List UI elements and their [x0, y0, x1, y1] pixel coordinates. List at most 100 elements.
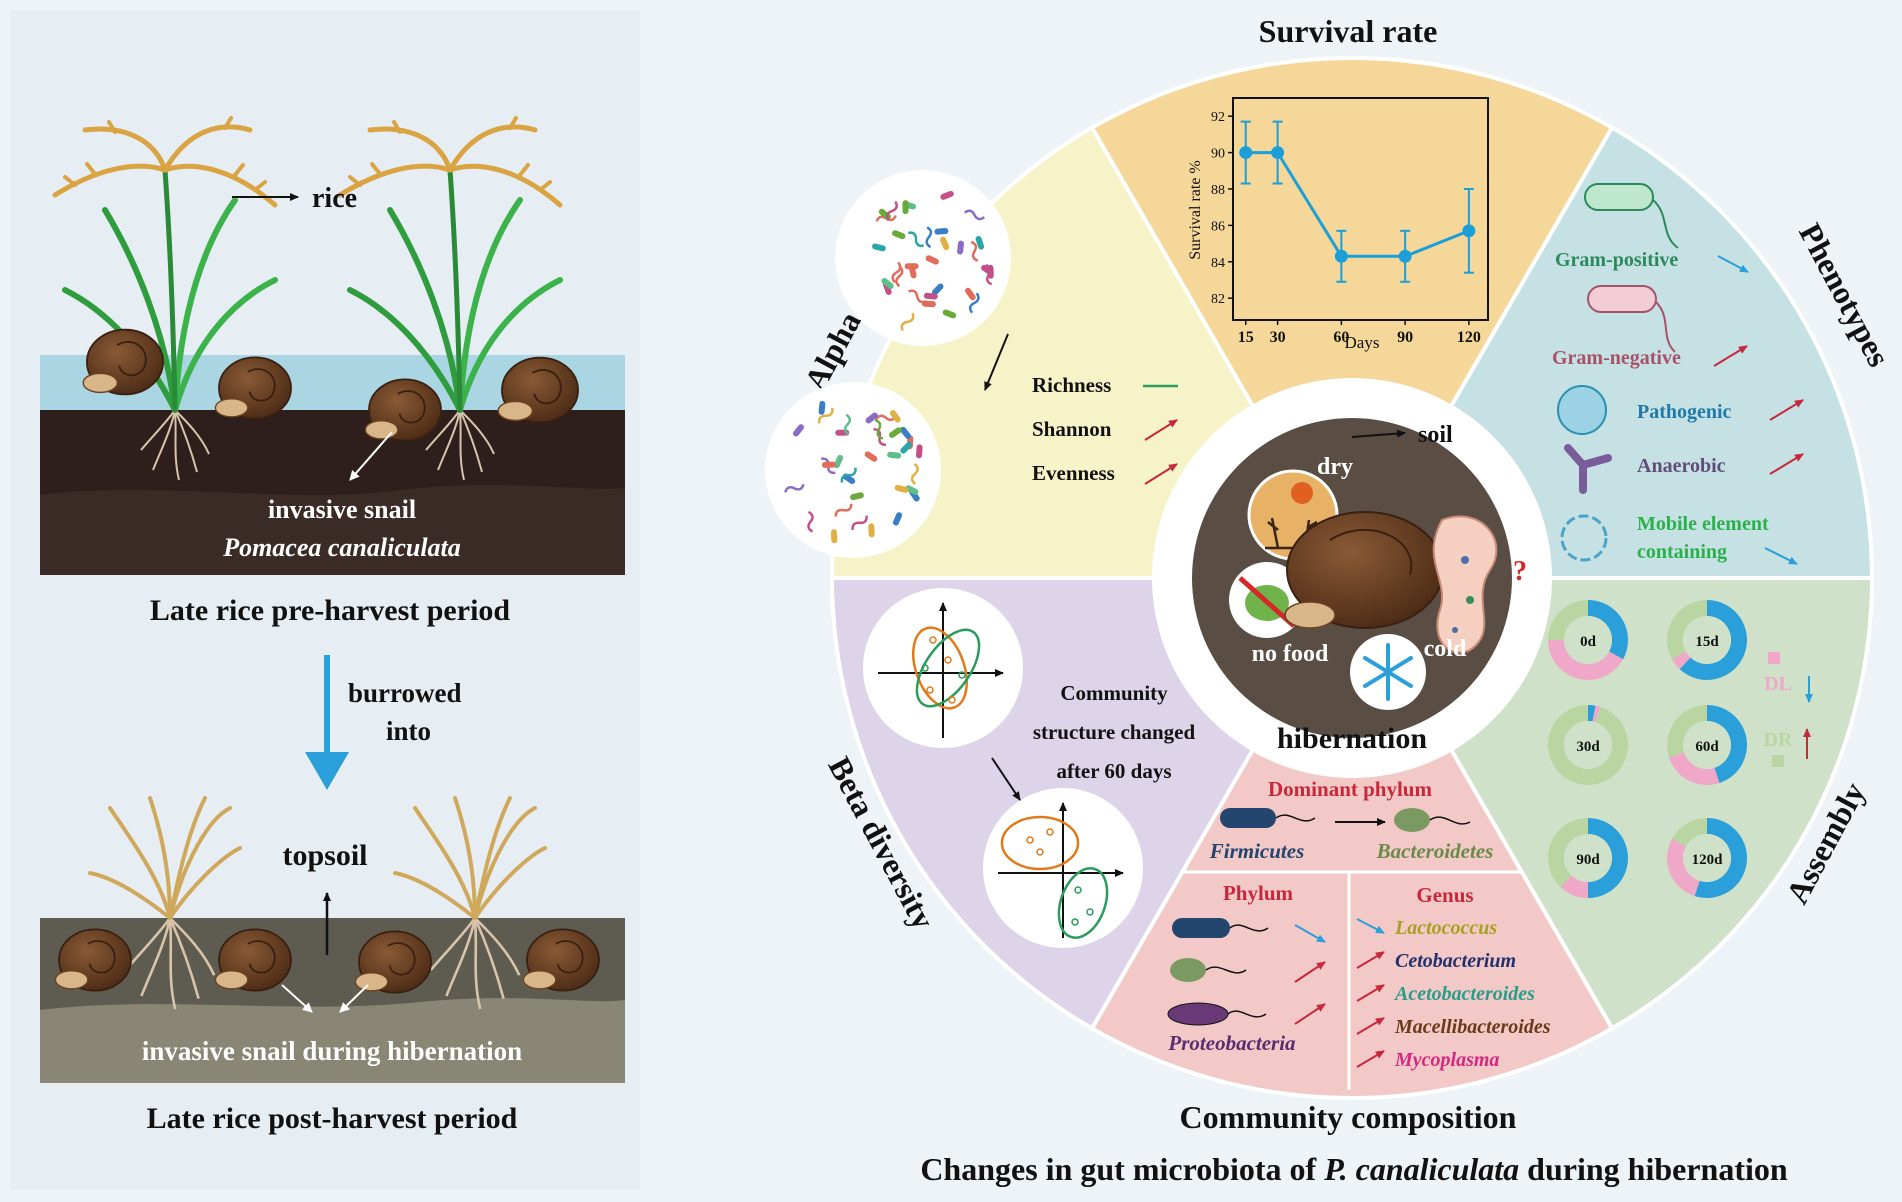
survival-point	[1334, 249, 1348, 263]
ordination-point	[1036, 848, 1044, 856]
phylum-bacteroidetes-up-arrow	[1294, 961, 1326, 983]
donut-hole	[1564, 834, 1612, 882]
y-tick-label: 88	[1211, 183, 1225, 198]
shannon-label: Shannon	[1032, 417, 1112, 441]
spiral-bacterium	[784, 483, 805, 493]
spiral-bacterium	[908, 289, 927, 304]
donut-label: 15d	[1695, 634, 1719, 650]
ordination-point	[1086, 908, 1094, 916]
rod-bacterium	[872, 243, 886, 252]
donut-segment-dl	[1666, 838, 1700, 897]
x-tick-label: 120	[1457, 329, 1481, 346]
spiral-bacterium	[900, 312, 915, 331]
donut-label: 0d	[1580, 634, 1597, 650]
rod-bacterium	[892, 512, 903, 526]
alpha-transition-arrow	[984, 333, 1009, 391]
ordination-point	[929, 636, 937, 644]
donut-segment-dr	[1667, 705, 1707, 758]
ordination-point	[1071, 918, 1079, 926]
donut-segment-blue	[1694, 818, 1748, 899]
survival-title: Survival rate	[1259, 13, 1438, 49]
ordination-point	[948, 696, 956, 704]
survival-point	[1398, 249, 1412, 263]
bacteria-dots-after	[784, 400, 923, 544]
donut-hole	[1683, 616, 1731, 664]
rod-bacterium	[865, 412, 878, 424]
topsoil-label: topsoil	[282, 839, 367, 872]
donut-segment-dr	[1548, 818, 1588, 888]
survival-point	[1462, 224, 1476, 238]
phylum-proteobacteria-up-arrow	[1294, 1003, 1326, 1025]
donut-segment-blue	[1588, 705, 1596, 722]
dr-legend-label: DR	[1764, 729, 1793, 751]
cold-label: cold	[1424, 636, 1467, 662]
genus-label: Lactococcus	[1394, 917, 1497, 939]
bacteroidetes-label: Bacteroidetes	[1376, 839, 1494, 863]
rod-bacterium	[864, 451, 878, 462]
ordination-point	[944, 656, 952, 664]
spiral-bacterium	[968, 292, 980, 314]
left-panel: rice invasive snail Pomacea canaliculata…	[10, 10, 640, 1190]
rod-bacterium	[975, 236, 985, 250]
dominant-phylum-title: Dominant phylum	[1268, 777, 1432, 801]
spiral-bacterium	[817, 407, 834, 424]
donut-label: 60d	[1695, 739, 1719, 755]
hibernation-label: hibernation	[1277, 722, 1427, 755]
rod-bacterium	[915, 444, 923, 459]
bacteroidetes-cell-icon	[1394, 808, 1430, 832]
dl-legend-swatch	[1768, 652, 1780, 664]
rod-bacterium	[833, 454, 844, 469]
spiral-bacterium	[963, 209, 986, 221]
donut-segment-dl	[1671, 651, 1691, 670]
proteobacteria-cell-icon	[1167, 1002, 1229, 1026]
composition-title: Community composition	[1180, 1099, 1517, 1135]
rod-bacterium	[965, 287, 976, 301]
rod-bacterium	[889, 410, 901, 423]
snowflake-icon	[1363, 643, 1413, 701]
donut-segment-dl	[1592, 705, 1601, 723]
spiral-bacterium	[910, 462, 919, 485]
hibernation-snail-label: invasive snail during hibernation	[142, 1036, 522, 1066]
beta-section: Community structure changed after 60 day…	[863, 588, 1195, 948]
spiral-bacterium	[970, 240, 979, 262]
phylum-firmicutes-icon	[1172, 918, 1230, 938]
gram-negative-up-arrow	[1713, 345, 1748, 367]
x-tick-label: 90	[1397, 329, 1413, 346]
bacteria-dots-before	[872, 190, 994, 331]
bacteria-cloud-before	[835, 170, 1011, 346]
evenness-up-arrow	[1144, 463, 1178, 485]
dl-legend-label: DL	[1764, 673, 1792, 695]
cluster-green-after	[1057, 867, 1109, 939]
genus-label: Acetobacteroides	[1393, 983, 1535, 1005]
plasmid-icon	[1560, 514, 1608, 562]
genus-list: LactococcusCetobacteriumAcetobacteroides…	[1356, 917, 1551, 1071]
rod-bacterium	[821, 461, 836, 468]
firmicutes-label: Firmicutes	[1209, 839, 1305, 863]
genus-up-arrow	[1356, 1050, 1385, 1068]
shannon-up-arrow	[1144, 419, 1178, 441]
main-caption-suffix: during hibernation	[1519, 1151, 1788, 1187]
donut-hole	[1564, 616, 1612, 664]
proteobacteria-label: Proteobacteria	[1167, 1031, 1295, 1055]
ordination-point	[1046, 828, 1054, 836]
spiral-bacterium	[807, 510, 814, 533]
gut-icon	[1432, 515, 1498, 654]
mobile-label-line2: containing	[1637, 541, 1727, 563]
spiral-bacterium	[895, 265, 904, 288]
phylum-title: Phylum	[1223, 881, 1294, 905]
genus-up-arrow	[1356, 984, 1385, 1002]
y-tick-label: 86	[1211, 219, 1225, 234]
beta-text-line1: Community	[1060, 681, 1168, 705]
ordination-point	[926, 686, 934, 694]
survival-x-label: Days	[1345, 333, 1380, 352]
cluster-orange-after	[1000, 815, 1080, 871]
survival-point	[1239, 146, 1253, 160]
donut-segment-dr	[1671, 818, 1707, 847]
pre-harvest-scene: rice invasive snail Pomacea canaliculata	[40, 118, 625, 575]
ordination-point	[958, 671, 966, 679]
spiral-bacterium	[925, 226, 933, 249]
soil-label: soil	[1418, 422, 1453, 448]
survival-point	[1271, 146, 1285, 160]
